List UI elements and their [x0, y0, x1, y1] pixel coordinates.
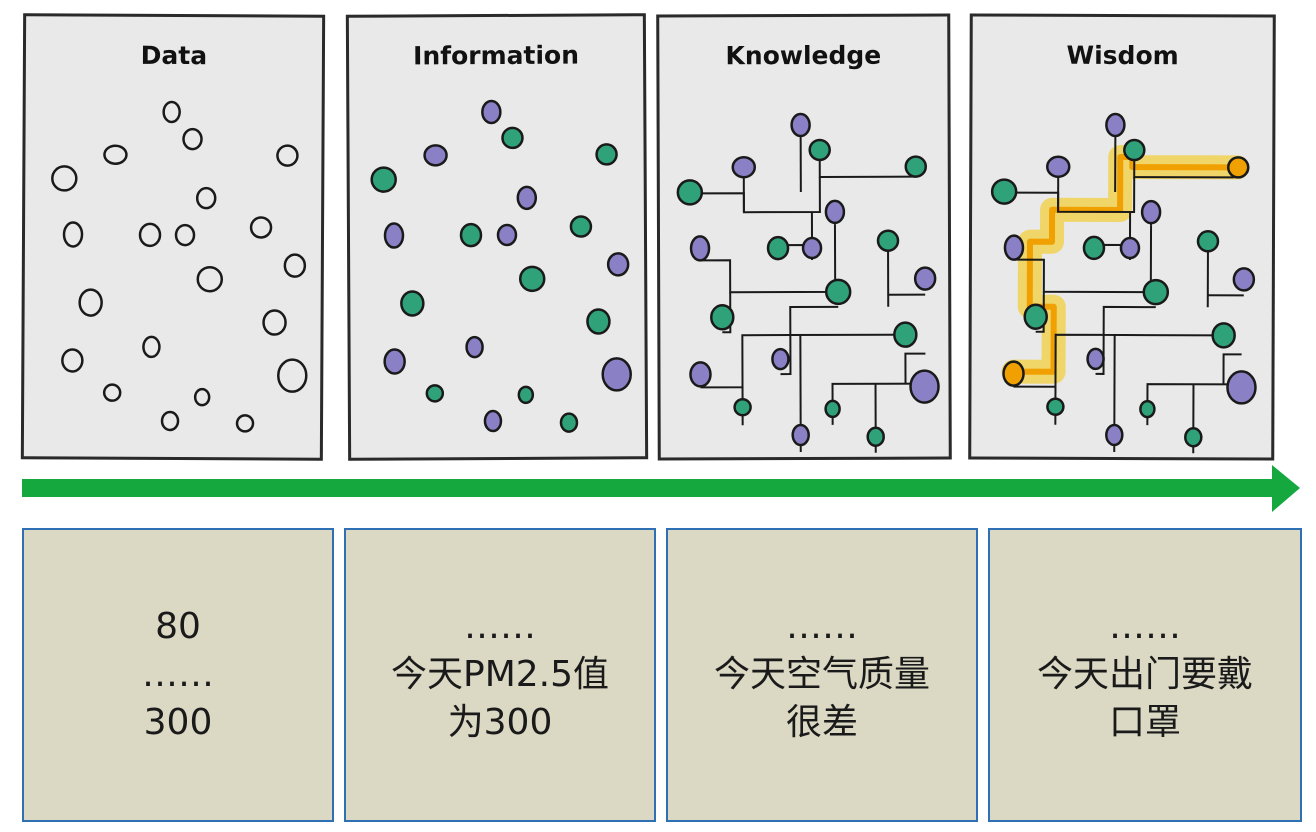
information-example-box: …… 今天PM2.5值 为300 — [344, 528, 656, 822]
information-example-line-1: …… — [464, 606, 536, 647]
knowledge-network — [676, 112, 940, 453]
wisdom-example-box: …… 今天出门要戴 口罩 — [988, 528, 1302, 822]
information-example-text: …… 今天PM2.5值 为300 — [391, 603, 609, 747]
data-dots — [51, 100, 308, 433]
knowledge-example-text: …… 今天空气质量 很差 — [714, 603, 930, 747]
wisdom-example-line-3: 口罩 — [1108, 702, 1181, 743]
data-panel: Data — [20, 13, 326, 461]
information-example-line-3: 为300 — [447, 702, 553, 743]
data-example-text: 80 …… 300 — [142, 603, 214, 747]
progression-arrow — [22, 465, 1300, 512]
wisdom-example-line-1: …… — [1108, 606, 1181, 647]
knowledge-panel: Knowledge — [656, 13, 952, 461]
wisdom-example-text: …… 今天出门要戴 口罩 — [1037, 603, 1253, 747]
knowledge-example-box: …… 今天空气质量 很差 — [666, 528, 978, 822]
data-example-box: 80 …… 300 — [22, 528, 334, 822]
wisdom-network — [990, 112, 1257, 454]
data-example-line-2: …… — [142, 654, 214, 695]
knowledge-example-line-1: …… — [785, 606, 858, 647]
knowledge-example-line-3: 很差 — [785, 702, 858, 743]
data-example-line-1: 80 — [155, 606, 201, 647]
information-panel: Information — [345, 13, 649, 461]
data-example-line-3: 300 — [143, 702, 213, 743]
information-dots — [370, 99, 632, 433]
information-example-line-2: 今天PM2.5值 — [390, 654, 610, 695]
knowledge-example-line-2: 今天空气质量 — [713, 654, 930, 695]
wisdom-example-line-2: 今天出门要戴 — [1036, 654, 1253, 695]
wisdom-panel: Wisdom — [968, 13, 1276, 461]
